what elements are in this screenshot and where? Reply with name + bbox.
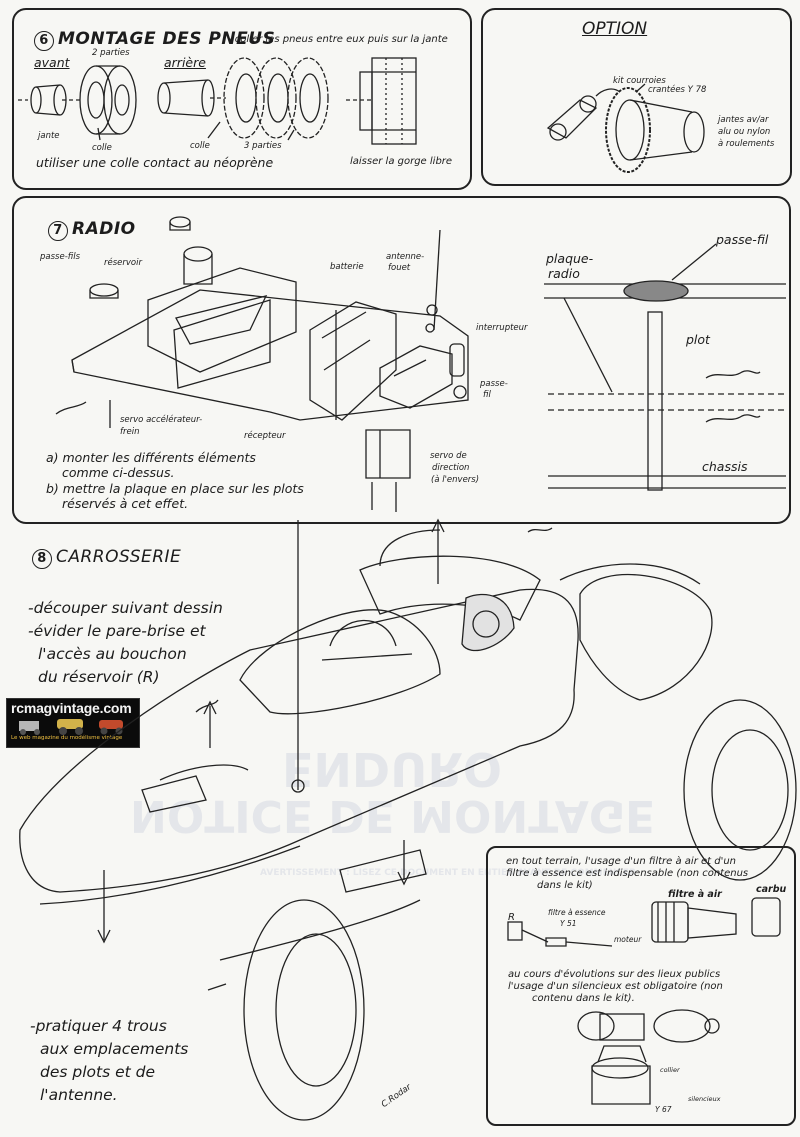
front-label: avant xyxy=(34,55,70,70)
battery-label: batterie xyxy=(330,262,364,272)
section-8-title-text: CARROSSERIE xyxy=(56,547,182,567)
air-filter-label: filtre à air xyxy=(668,889,722,900)
receiver-label: récepteur xyxy=(244,431,286,441)
silencer-label: silencieux xyxy=(688,1095,721,1103)
rear-label: arrière xyxy=(164,55,206,70)
body-step-4: du réservoir (R) xyxy=(38,668,160,686)
radio-plate-label-2: radio xyxy=(548,266,580,281)
plate-post-detail xyxy=(544,243,786,491)
radio-tray-drawing xyxy=(55,216,469,512)
switch-label: interrupteur xyxy=(476,323,528,333)
filters-drawing xyxy=(507,897,781,947)
silencer-drawing xyxy=(577,1009,720,1105)
wire-grommet-label-1: passe- xyxy=(480,379,508,389)
glue-label-front: colle xyxy=(92,143,112,153)
fuel-filter-label-1: filtre à essence xyxy=(548,908,606,917)
belt-ref-label: crantées Y 78 xyxy=(648,85,707,95)
steering-servo-label-2: direction xyxy=(432,463,470,473)
body-step-3: l'accès au bouchon xyxy=(38,645,187,663)
watermark-warning: AVERTISSEMENT : LISEZ CE DOCUMENT EN ENT… xyxy=(260,868,636,878)
steering-servo-label-3: (à l'envers) xyxy=(431,475,480,485)
rims-label-1: jantes av/ar xyxy=(718,115,769,125)
rear-tire-assembly xyxy=(157,57,329,141)
belt-pulley-drawing xyxy=(546,83,705,173)
filter-note-3: dans le kit) xyxy=(537,880,593,891)
site-logo[interactable]: rcmagvintage.com Le web magazine du modé… xyxy=(6,698,140,748)
step-number-7: 7 xyxy=(48,221,68,241)
step-number-8: 8 xyxy=(32,549,52,569)
body-step-2: -évider le pare-brise et xyxy=(28,622,206,640)
two-parts-label: 2 parties xyxy=(92,48,130,58)
clamp-label: collier xyxy=(660,1066,680,1074)
section-6-title-text: MONTAGE DES PNEUS xyxy=(58,29,276,49)
grommets-label: passe-fils xyxy=(40,252,81,262)
post-label: plot xyxy=(686,332,710,347)
rims-label-2: alu ou nylon xyxy=(718,127,771,137)
chassis-label: chassis xyxy=(702,459,748,474)
radio-step-b-2: réservés à cet effet. xyxy=(62,496,189,511)
glue-note: utiliser une colle contact au néoprène xyxy=(36,155,274,170)
throttle-servo-label-1: servo accélérateur- xyxy=(120,415,203,425)
antenna-label-2: fouet xyxy=(388,263,411,273)
carburetor-label: carbu xyxy=(756,884,787,895)
engine-label: moteur xyxy=(614,935,642,944)
fuel-filter-label-2: Y 51 xyxy=(560,919,577,928)
section-radio-box xyxy=(12,196,791,524)
steering-servo-label-1: servo de xyxy=(430,451,467,461)
tire-cross-section xyxy=(346,57,417,145)
filter-silencer-box xyxy=(486,846,796,1126)
holes-step-3: des plots et de xyxy=(40,1063,156,1081)
silencer-note-2: l'usage d'un silencieux est obligatoire … xyxy=(508,981,723,992)
groove-note: laisser la gorge libre xyxy=(350,156,453,167)
silencer-note-3: contenu dans le kit). xyxy=(532,993,635,1004)
belt-kit-label: kit courroies xyxy=(613,76,666,86)
radio-step-a-2: comme ci-dessus. xyxy=(62,465,175,480)
tank-r-label: R xyxy=(508,912,515,923)
antenna-label-1: antenne- xyxy=(386,252,425,262)
filter-note-1: en tout terrain, l'usage d'un filtre à a… xyxy=(506,856,737,867)
wire-grommet-detail-label: passe-fil xyxy=(716,232,769,247)
filter-note-2: filtre à essence est indispensable (non … xyxy=(506,868,749,879)
tank-label: réservoir xyxy=(104,258,142,268)
site-logo-tagline: Le web magazine du modélisme vintage xyxy=(11,735,123,741)
rim-label: jante xyxy=(38,131,60,141)
glue-label-rear: colle xyxy=(190,141,210,151)
silencer-note-1: au cours d'évolutions sur des lieux publ… xyxy=(508,969,721,980)
three-parts-label: 3 parties xyxy=(244,141,282,151)
option-title: OPTION xyxy=(582,19,648,39)
rims-label-3: à roulements xyxy=(718,139,775,149)
throttle-servo-label-2: frein xyxy=(120,427,140,437)
holes-step-1: -pratiquer 4 trous xyxy=(30,1017,167,1035)
site-logo-name: rcmagvintage.com xyxy=(11,700,132,716)
front-tire-assembly xyxy=(18,65,137,141)
silencer-ref-label: Y 67 xyxy=(655,1105,672,1114)
radio-plate-label-1: plaque- xyxy=(546,251,594,266)
holes-step-4: l'antenne. xyxy=(40,1086,118,1104)
option-box xyxy=(481,8,792,186)
step-number-6: 6 xyxy=(34,31,54,51)
radio-step-b-1: b) mettre la plaque en place sur les plo… xyxy=(46,481,304,496)
section-7-title-text: RADIO xyxy=(72,219,136,239)
body-step-1: -découper suivant dessin xyxy=(28,599,223,617)
car-body-drawing xyxy=(19,518,797,1121)
tire-instruction: - coller les pneus entre eux puis sur la… xyxy=(228,34,448,45)
wire-grommet-label-2: fil xyxy=(483,390,491,400)
holes-step-2: aux emplacements xyxy=(40,1040,189,1058)
section-tires-box xyxy=(12,8,472,190)
radio-step-a-1: a) monter les différents éléments xyxy=(46,450,256,465)
